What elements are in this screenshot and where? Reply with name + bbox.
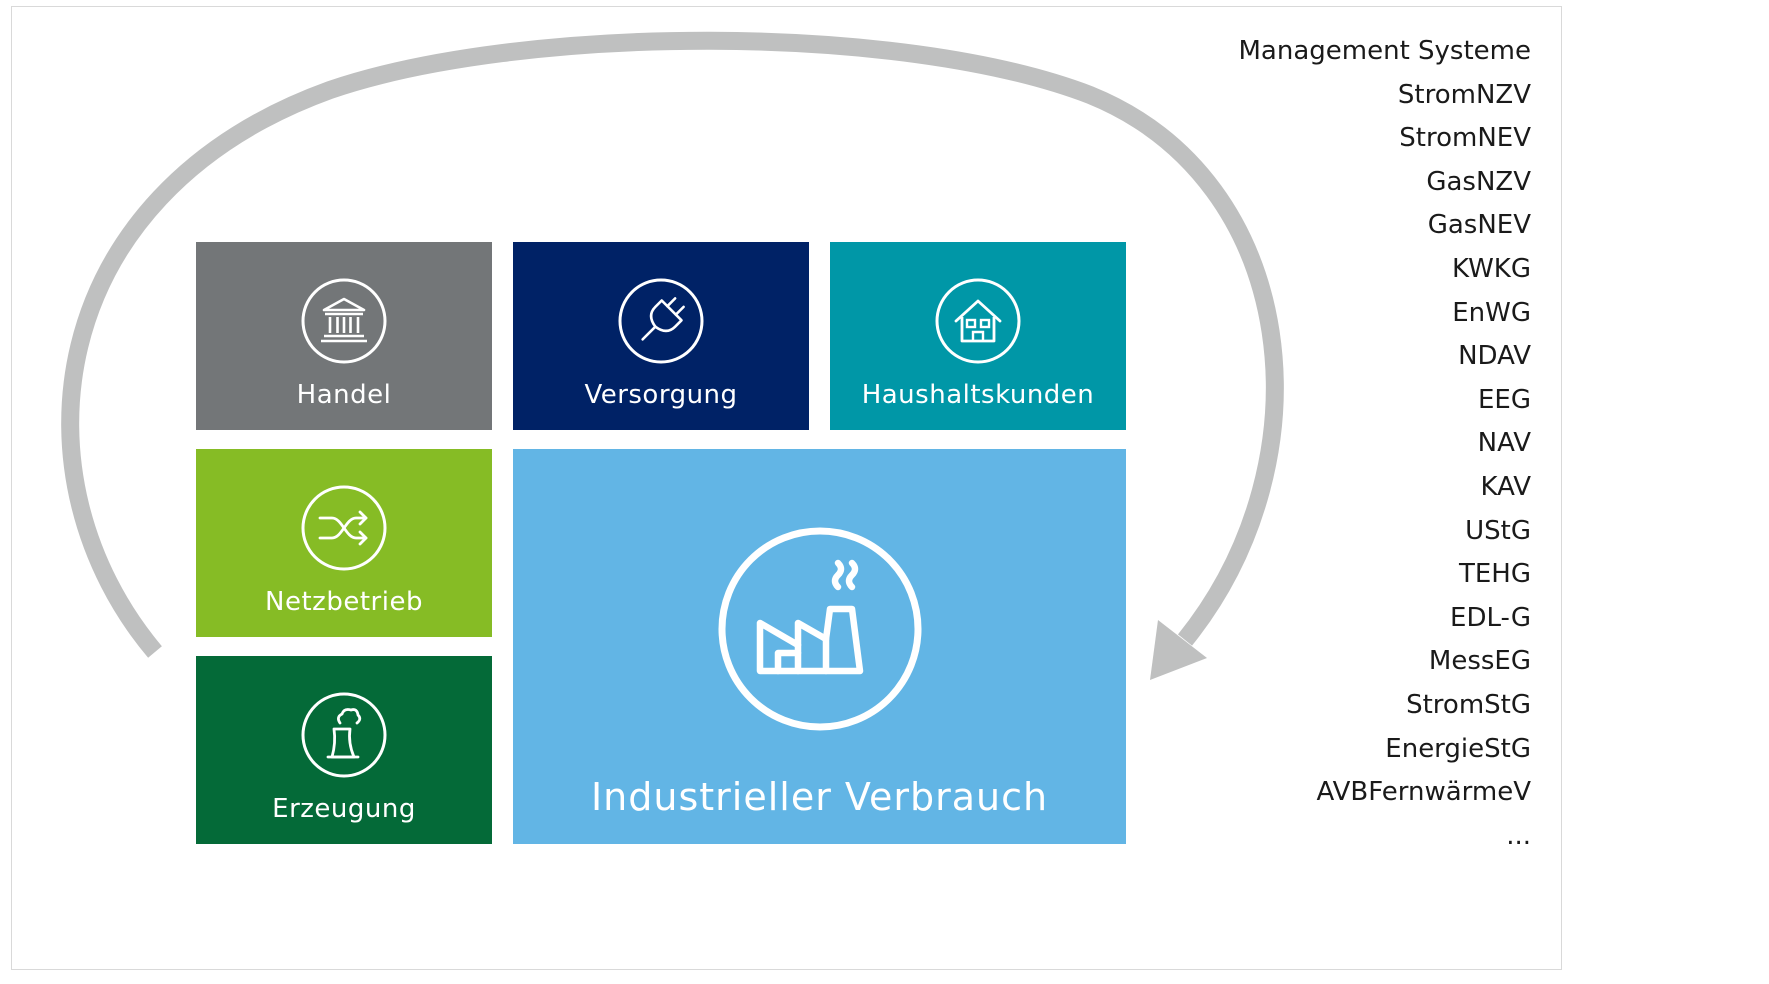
tile-label-erzeugung: Erzeugung: [272, 794, 416, 824]
shuffle-icon: [301, 485, 387, 571]
factory-icon: [718, 527, 922, 731]
tile-versorgung[interactable]: Versorgung: [513, 242, 809, 430]
law-item-ellipsis: ...: [1506, 820, 1531, 851]
house-icon: [935, 278, 1021, 364]
tile-label-handel: Handel: [296, 380, 392, 410]
law-item: UStG: [1465, 515, 1531, 546]
cooling-tower-icon: [301, 692, 387, 778]
cycle-arrowhead: [1150, 620, 1207, 680]
tile-industrieller-verbrauch[interactable]: Industrieller Verbrauch: [513, 449, 1126, 844]
tile-haushaltskunden[interactable]: Haushaltskunden: [830, 242, 1126, 430]
tile-handel[interactable]: Handel: [196, 242, 492, 430]
tile-label-haushaltskunden: Haushaltskunden: [861, 380, 1095, 410]
tile-netzbetrieb[interactable]: Netzbetrieb: [196, 449, 492, 637]
law-item: StromStG: [1406, 689, 1531, 720]
law-item: TEHG: [1458, 559, 1531, 590]
cycle-arc: [61, 31, 1284, 658]
law-item: GasNEV: [1427, 210, 1531, 241]
tile-label-industrie: Industrieller Verbrauch: [590, 775, 1049, 819]
law-item: NDAV: [1458, 341, 1531, 372]
tile-label-versorgung: Versorgung: [584, 380, 738, 410]
law-item: StromNEV: [1399, 123, 1531, 154]
law-item: AVBFernwärmeV: [1316, 777, 1531, 808]
law-item: NAV: [1477, 428, 1531, 459]
power-plug-icon: [618, 278, 704, 364]
law-item: KAV: [1480, 471, 1531, 502]
law-item: StromNZV: [1397, 79, 1531, 110]
law-item: GasNZV: [1426, 166, 1531, 197]
law-item: Management Systeme: [1238, 36, 1532, 66]
law-item: EEG: [1477, 384, 1531, 415]
bank-building-icon: [301, 278, 387, 364]
law-item: KWKG: [1451, 253, 1531, 284]
tile-label-netzbetrieb: Netzbetrieb: [265, 587, 423, 617]
tile-erzeugung[interactable]: Erzeugung: [196, 656, 492, 844]
law-item: EDL-G: [1450, 602, 1531, 633]
law-item: EnergieStG: [1385, 733, 1531, 764]
law-item: EnWG: [1452, 297, 1531, 328]
law-list: Management Systeme StromNZV StromNEV Gas…: [1239, 30, 1532, 858]
law-item: MessEG: [1428, 646, 1531, 677]
